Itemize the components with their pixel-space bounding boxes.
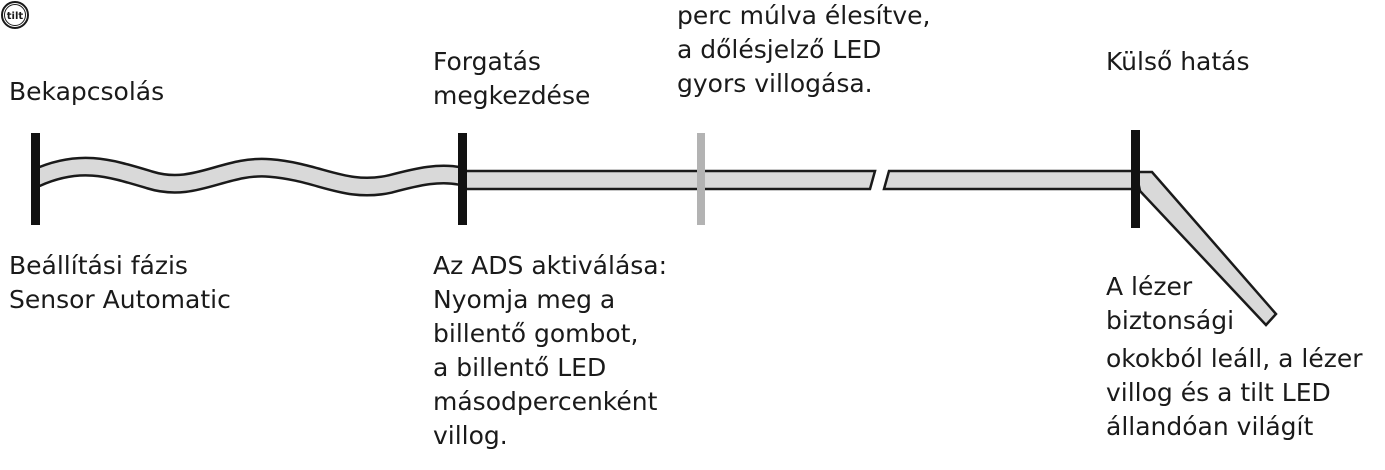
rotation-start-marker <box>458 133 467 225</box>
ads-activation-label: Az ADS aktiválása: Nyomja meg a billentő… <box>433 251 668 450</box>
external-impact-label: Külső hatás <box>1106 47 1250 76</box>
laser-shutdown-label-b: okokból leáll, a lézer villog és a tilt … <box>1106 344 1363 441</box>
timeline-segment-1 <box>460 169 877 191</box>
power-on-label: Bekapcsolás <box>9 77 165 106</box>
armed-note-label: perc múlva élesítve, a dőlésjelző LED gy… <box>677 1 931 98</box>
power-on-marker <box>31 133 40 225</box>
setup-phase-label: Beállítási fázis Sensor Automatic <box>9 251 231 314</box>
rotation-start-label: Forgatás megkezdése <box>433 47 591 110</box>
armed-marker <box>697 133 705 225</box>
tilt-icon-text: tilt <box>7 11 24 22</box>
tilt-button-icon: tilt <box>1 1 29 29</box>
laser-shutdown-label-a: A lézer biztonsági <box>1106 272 1235 335</box>
external-impact-marker <box>1131 130 1140 228</box>
timeline-segment-2 <box>882 169 1138 191</box>
